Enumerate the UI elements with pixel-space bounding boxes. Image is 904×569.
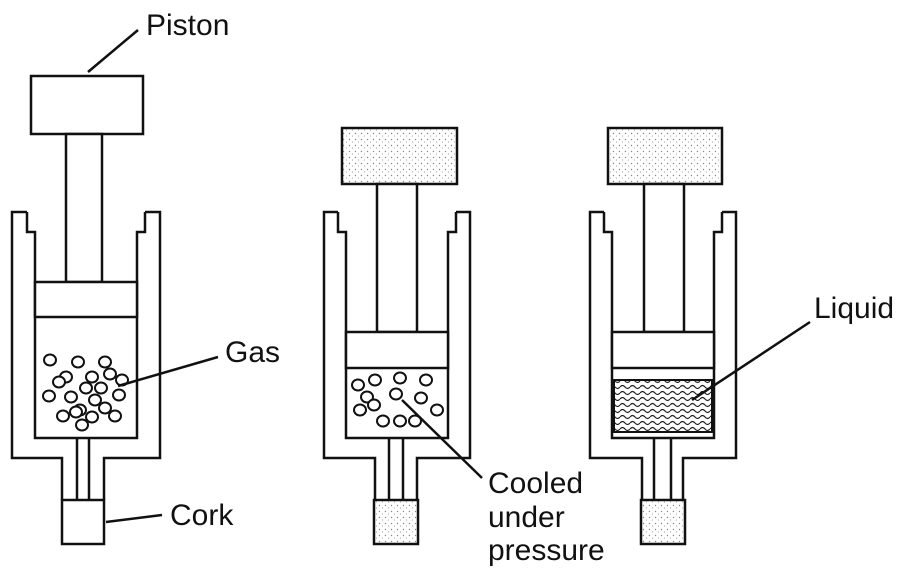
label-gas: Gas xyxy=(225,336,280,369)
cooled-leader xyxy=(401,399,483,479)
piston-head xyxy=(340,126,459,186)
label-cooled-line1: Cooled xyxy=(488,467,583,500)
piston-plate xyxy=(33,280,139,319)
gas-molecules xyxy=(351,371,444,428)
piston-leader xyxy=(87,29,139,73)
cork xyxy=(60,498,106,546)
apparatus-gas xyxy=(10,29,219,546)
label-cooled-line3: pressure xyxy=(488,534,605,567)
cylinder-outline xyxy=(322,210,472,500)
piston-rod xyxy=(64,132,104,284)
cork-leader xyxy=(105,513,163,524)
piston-rod xyxy=(642,182,686,334)
label-piston: Piston xyxy=(146,9,229,42)
liquid-body xyxy=(613,379,713,433)
piston-plate xyxy=(610,330,716,370)
apparatus-compressed xyxy=(322,126,483,546)
piston-plate xyxy=(344,330,450,370)
cylinder-outline xyxy=(588,210,738,500)
label-liquid: Liquid xyxy=(814,292,894,325)
piston-head xyxy=(606,126,724,186)
liquid-leader xyxy=(691,320,811,402)
piston-head xyxy=(29,74,145,136)
gas-leader xyxy=(117,355,219,388)
cork xyxy=(372,498,420,546)
gas-molecules xyxy=(42,353,129,432)
piston-rod xyxy=(375,182,419,334)
label-cooled-line2: under xyxy=(488,501,565,534)
apparatus-liquid xyxy=(588,126,811,546)
label-cork: Cork xyxy=(170,499,234,532)
cylinder-outline xyxy=(10,210,162,500)
cork xyxy=(639,498,687,546)
